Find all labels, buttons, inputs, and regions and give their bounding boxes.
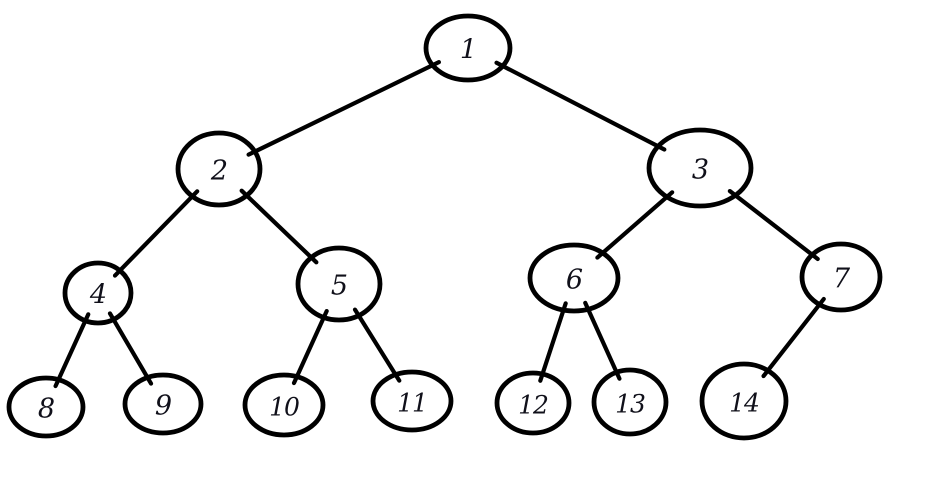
tree-node-circle — [175, 130, 263, 208]
tree-node-label: 3 — [692, 155, 708, 186]
tree-node-circle — [423, 13, 513, 83]
tree-node-label: 2 — [210, 156, 227, 187]
tree-node-label: 13 — [615, 390, 645, 419]
tree-node-label: 12 — [518, 391, 548, 420]
tree-node-1: 1 — [423, 13, 513, 83]
tree-edge-2-5 — [239, 188, 319, 265]
tree-edge-4-8 — [53, 312, 91, 389]
tree-edge-6-12 — [538, 301, 568, 383]
tree-node-11: 11 — [370, 369, 454, 433]
tree-node-label: 14 — [729, 389, 759, 418]
tree-edge-5-10 — [291, 308, 329, 386]
tree-node-label: 4 — [89, 280, 106, 311]
tree-node-14: 14 — [699, 361, 789, 441]
tree-node-4: 4 — [62, 260, 134, 326]
tree-edge-2-4 — [112, 189, 200, 278]
tree-node-label: 10 — [269, 393, 300, 422]
tree-node-circle — [527, 242, 621, 314]
tree-node-circle — [122, 372, 204, 436]
tree-node-label: 7 — [833, 264, 851, 295]
tree-node-label: 5 — [331, 271, 347, 302]
tree-node-2: 2 — [175, 130, 263, 208]
tree-node-label: 11 — [397, 389, 427, 418]
tree-node-label: 8 — [38, 394, 55, 425]
tree-node-10: 10 — [242, 372, 326, 438]
tree-node-9: 9 — [122, 372, 204, 436]
tree-edge-6-13 — [583, 300, 622, 381]
tree-node-circle — [370, 369, 454, 433]
tree-node-6: 6 — [527, 242, 621, 314]
tree-node-5: 5 — [295, 245, 383, 323]
tree-edge-1-2 — [246, 60, 441, 157]
tree-node-12: 12 — [494, 370, 572, 436]
tree-node-label: 9 — [155, 391, 172, 422]
tree-node-8: 8 — [6, 375, 86, 439]
tree-node-circle — [494, 370, 572, 436]
tree-edge-5-11 — [352, 307, 402, 383]
tree-node-label: 1 — [460, 35, 476, 66]
tree-edge-4-9 — [107, 311, 154, 386]
tree-edge-7-14 — [761, 296, 826, 379]
tree-edge-1-3 — [494, 60, 667, 152]
tree-node-circle — [6, 375, 86, 439]
tree-node-3: 3 — [646, 127, 754, 209]
tree-node-circle — [799, 241, 883, 313]
tree-node-label: 6 — [566, 265, 583, 296]
tree-node-circle — [62, 260, 134, 326]
tree-node-circle — [591, 367, 669, 437]
tree-edge-3-7 — [727, 188, 820, 262]
tree-node-circle — [646, 127, 754, 209]
tree-edge-3-6 — [595, 190, 675, 260]
tree-node-circle — [295, 245, 383, 323]
tree-node-7: 7 — [799, 241, 883, 313]
tree-node-13: 13 — [591, 367, 669, 437]
tree-node-circle — [242, 372, 326, 438]
tree-node-circle — [699, 361, 789, 441]
